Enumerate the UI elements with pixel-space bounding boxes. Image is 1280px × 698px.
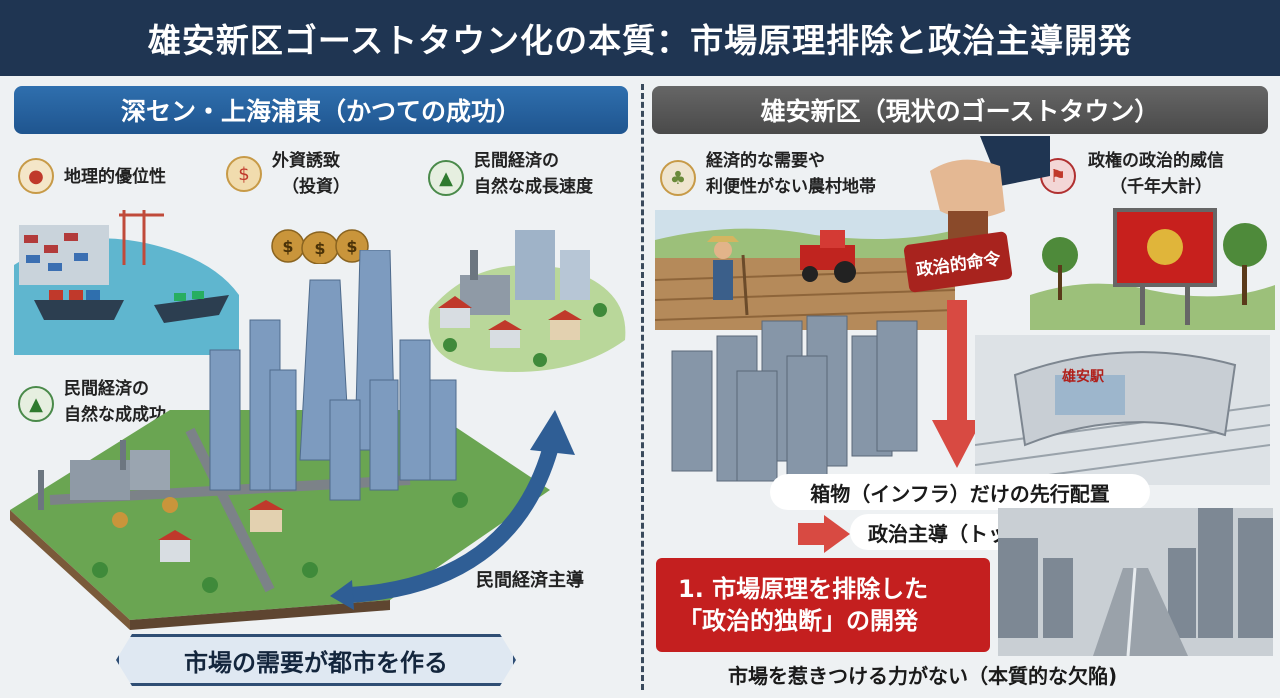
empty-towers-illustration — [671, 315, 918, 482]
private-economy-label: 民間経済主導 — [476, 570, 584, 591]
right-arrow-icon — [798, 515, 850, 553]
label-geo: 地理的優位性 — [64, 167, 166, 187]
farm-icon: ♣ — [660, 160, 696, 196]
page-title: 雄安新区ゴーストタウン化の本質：市場原理排除と政治主導開発 — [0, 0, 1280, 76]
conclusion-line-1: 1. 市場原理を排除した — [678, 575, 929, 603]
svg-text:$: $ — [282, 237, 293, 256]
station-illustration — [975, 335, 1270, 485]
label-success-1: 民間経済の — [64, 379, 149, 399]
billboard-illustration — [1030, 208, 1275, 330]
empty-street-illustration — [998, 508, 1273, 656]
map-pin-icon: ● — [18, 158, 54, 194]
city-skyline-illustration — [10, 250, 550, 630]
station-sign: 雄安駅 — [1062, 369, 1104, 385]
conclusion-box: 1. 市場原理を排除した 「政治的独断」の開発 — [656, 558, 990, 652]
conclusion-line-2: 「政治的独断」の開発 — [678, 607, 918, 635]
label-invest-2: （投資） — [282, 177, 350, 197]
label-success-2: 自然な成成功 — [64, 405, 166, 425]
label-rural-2: 利便性がない農村地帯 — [706, 177, 876, 197]
label-growth-1: 民間経済の — [474, 151, 559, 171]
label-invest-1: 外資誘致 — [272, 151, 340, 171]
label-authority-1: 政権の政治的威信 — [1088, 151, 1224, 171]
svg-text:$: $ — [314, 239, 325, 258]
bottom-conclusion: 市場を惹きつける力がない（本質的な欠陥) — [728, 664, 1118, 688]
label-rural-1: 経済的な需要や — [706, 151, 825, 171]
right-panel-heading: 雄安新区（現状のゴーストタウン） — [652, 86, 1268, 134]
market-demand-ribbon: 市場の需要が都市を作る — [116, 634, 516, 686]
investor-icon: $ — [226, 156, 262, 192]
svg-text:$: $ — [346, 237, 357, 256]
label-growth-2: 自然な成長速度 — [474, 177, 593, 197]
down-arrow-icon — [932, 300, 982, 468]
growth-chart-icon: ▲ — [428, 160, 464, 196]
cycle-arrow-icon — [330, 410, 575, 610]
infra-first-label: 箱物（インフラ）だけの先行配置 — [770, 474, 1150, 510]
left-panel-heading: 深セン・上海浦東（かつての成功） — [14, 86, 628, 134]
port-illustration — [14, 210, 239, 355]
center-divider — [641, 84, 644, 690]
growth-chart-icon-2: ▲ — [18, 386, 54, 422]
farmland-illustration — [655, 210, 955, 330]
factory-district-illustration — [428, 230, 626, 372]
label-authority-2: （千年大計） — [1110, 177, 1212, 197]
